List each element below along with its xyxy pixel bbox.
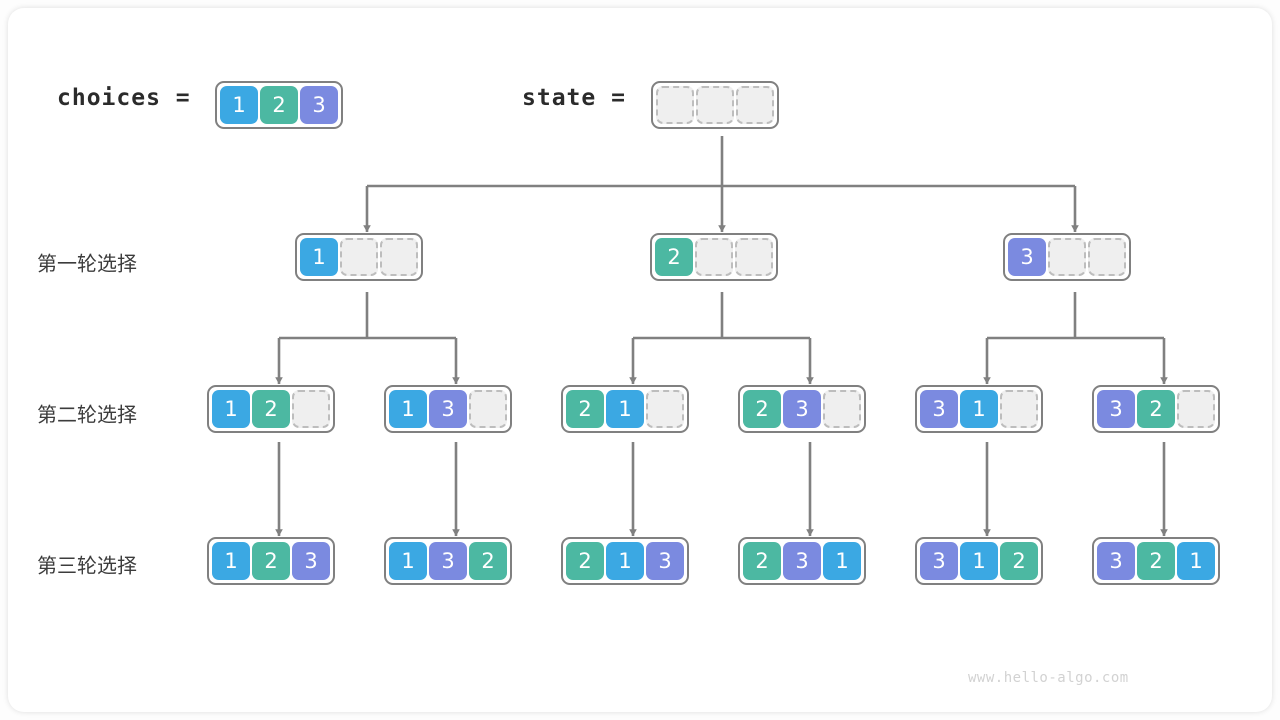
- state-label: state =: [522, 85, 626, 111]
- level2-1-cell-1: 3: [429, 390, 467, 428]
- level3-5-cell-1: 2: [1137, 542, 1175, 580]
- level2-1-cell-0: 1: [389, 390, 427, 428]
- level3-3-cell-1: 3: [783, 542, 821, 580]
- level3-3-cell-2: 1: [823, 542, 861, 580]
- choices-cell-0: 1: [220, 86, 258, 124]
- level3-2-cell-0: 2: [566, 542, 604, 580]
- row-label-round-3: 第三轮选择: [37, 553, 137, 578]
- level3-2-cell-2: 3: [646, 542, 684, 580]
- row-label-round-1: 第一轮选择: [37, 251, 137, 276]
- state-empty-cell-1: [696, 86, 734, 124]
- level3-4-cell-1: 1: [960, 542, 998, 580]
- state-array: [651, 81, 779, 129]
- level1-2-empty-cell-2: [1088, 238, 1126, 276]
- watermark: www.hello-algo.com: [968, 670, 1129, 686]
- state-node-level1-2: 3: [1003, 233, 1131, 281]
- level2-2-cell-1: 1: [606, 390, 644, 428]
- level3-4-cell-0: 3: [920, 542, 958, 580]
- level2-4-cell-1: 1: [960, 390, 998, 428]
- diagram-frame: [8, 8, 1272, 712]
- choices-label: choices =: [57, 85, 191, 111]
- level1-2-empty-cell-1: [1048, 238, 1086, 276]
- level3-0-cell-0: 1: [212, 542, 250, 580]
- level3-3-cell-0: 2: [743, 542, 781, 580]
- state-node-level1-0: 1: [295, 233, 423, 281]
- state-node-level1-1: 2: [650, 233, 778, 281]
- level2-2-empty-cell-2: [646, 390, 684, 428]
- level2-5-cell-0: 3: [1097, 390, 1135, 428]
- level3-0-cell-1: 2: [252, 542, 290, 580]
- level2-5-empty-cell-2: [1177, 390, 1215, 428]
- level2-0-cell-1: 2: [252, 390, 290, 428]
- level3-0-cell-2: 3: [292, 542, 330, 580]
- level2-4-cell-0: 3: [920, 390, 958, 428]
- state-empty-cell-2: [736, 86, 774, 124]
- level1-0-cell-0: 1: [300, 238, 338, 276]
- level2-2-cell-0: 2: [566, 390, 604, 428]
- level1-0-empty-cell-1: [340, 238, 378, 276]
- level1-0-empty-cell-2: [380, 238, 418, 276]
- level3-4-cell-2: 2: [1000, 542, 1038, 580]
- level2-4-empty-cell-2: [1000, 390, 1038, 428]
- level1-2-cell-0: 3: [1008, 238, 1046, 276]
- level2-3-cell-1: 3: [783, 390, 821, 428]
- level2-0-empty-cell-2: [292, 390, 330, 428]
- level2-1-empty-cell-2: [469, 390, 507, 428]
- level3-5-cell-2: 1: [1177, 542, 1215, 580]
- level3-2-cell-1: 1: [606, 542, 644, 580]
- level1-1-cell-0: 2: [655, 238, 693, 276]
- level2-0-cell-0: 1: [212, 390, 250, 428]
- level1-1-empty-cell-2: [735, 238, 773, 276]
- level1-1-empty-cell-1: [695, 238, 733, 276]
- row-label-round-2: 第二轮选择: [37, 402, 137, 427]
- level3-5-cell-0: 3: [1097, 542, 1135, 580]
- level2-3-cell-0: 2: [743, 390, 781, 428]
- level2-3-empty-cell-2: [823, 390, 861, 428]
- level3-1-cell-1: 3: [429, 542, 467, 580]
- choices-cell-2: 3: [300, 86, 338, 124]
- state-empty-cell-0: [656, 86, 694, 124]
- level3-1-cell-2: 2: [469, 542, 507, 580]
- choices-cell-1: 2: [260, 86, 298, 124]
- level2-5-cell-1: 2: [1137, 390, 1175, 428]
- level3-1-cell-0: 1: [389, 542, 427, 580]
